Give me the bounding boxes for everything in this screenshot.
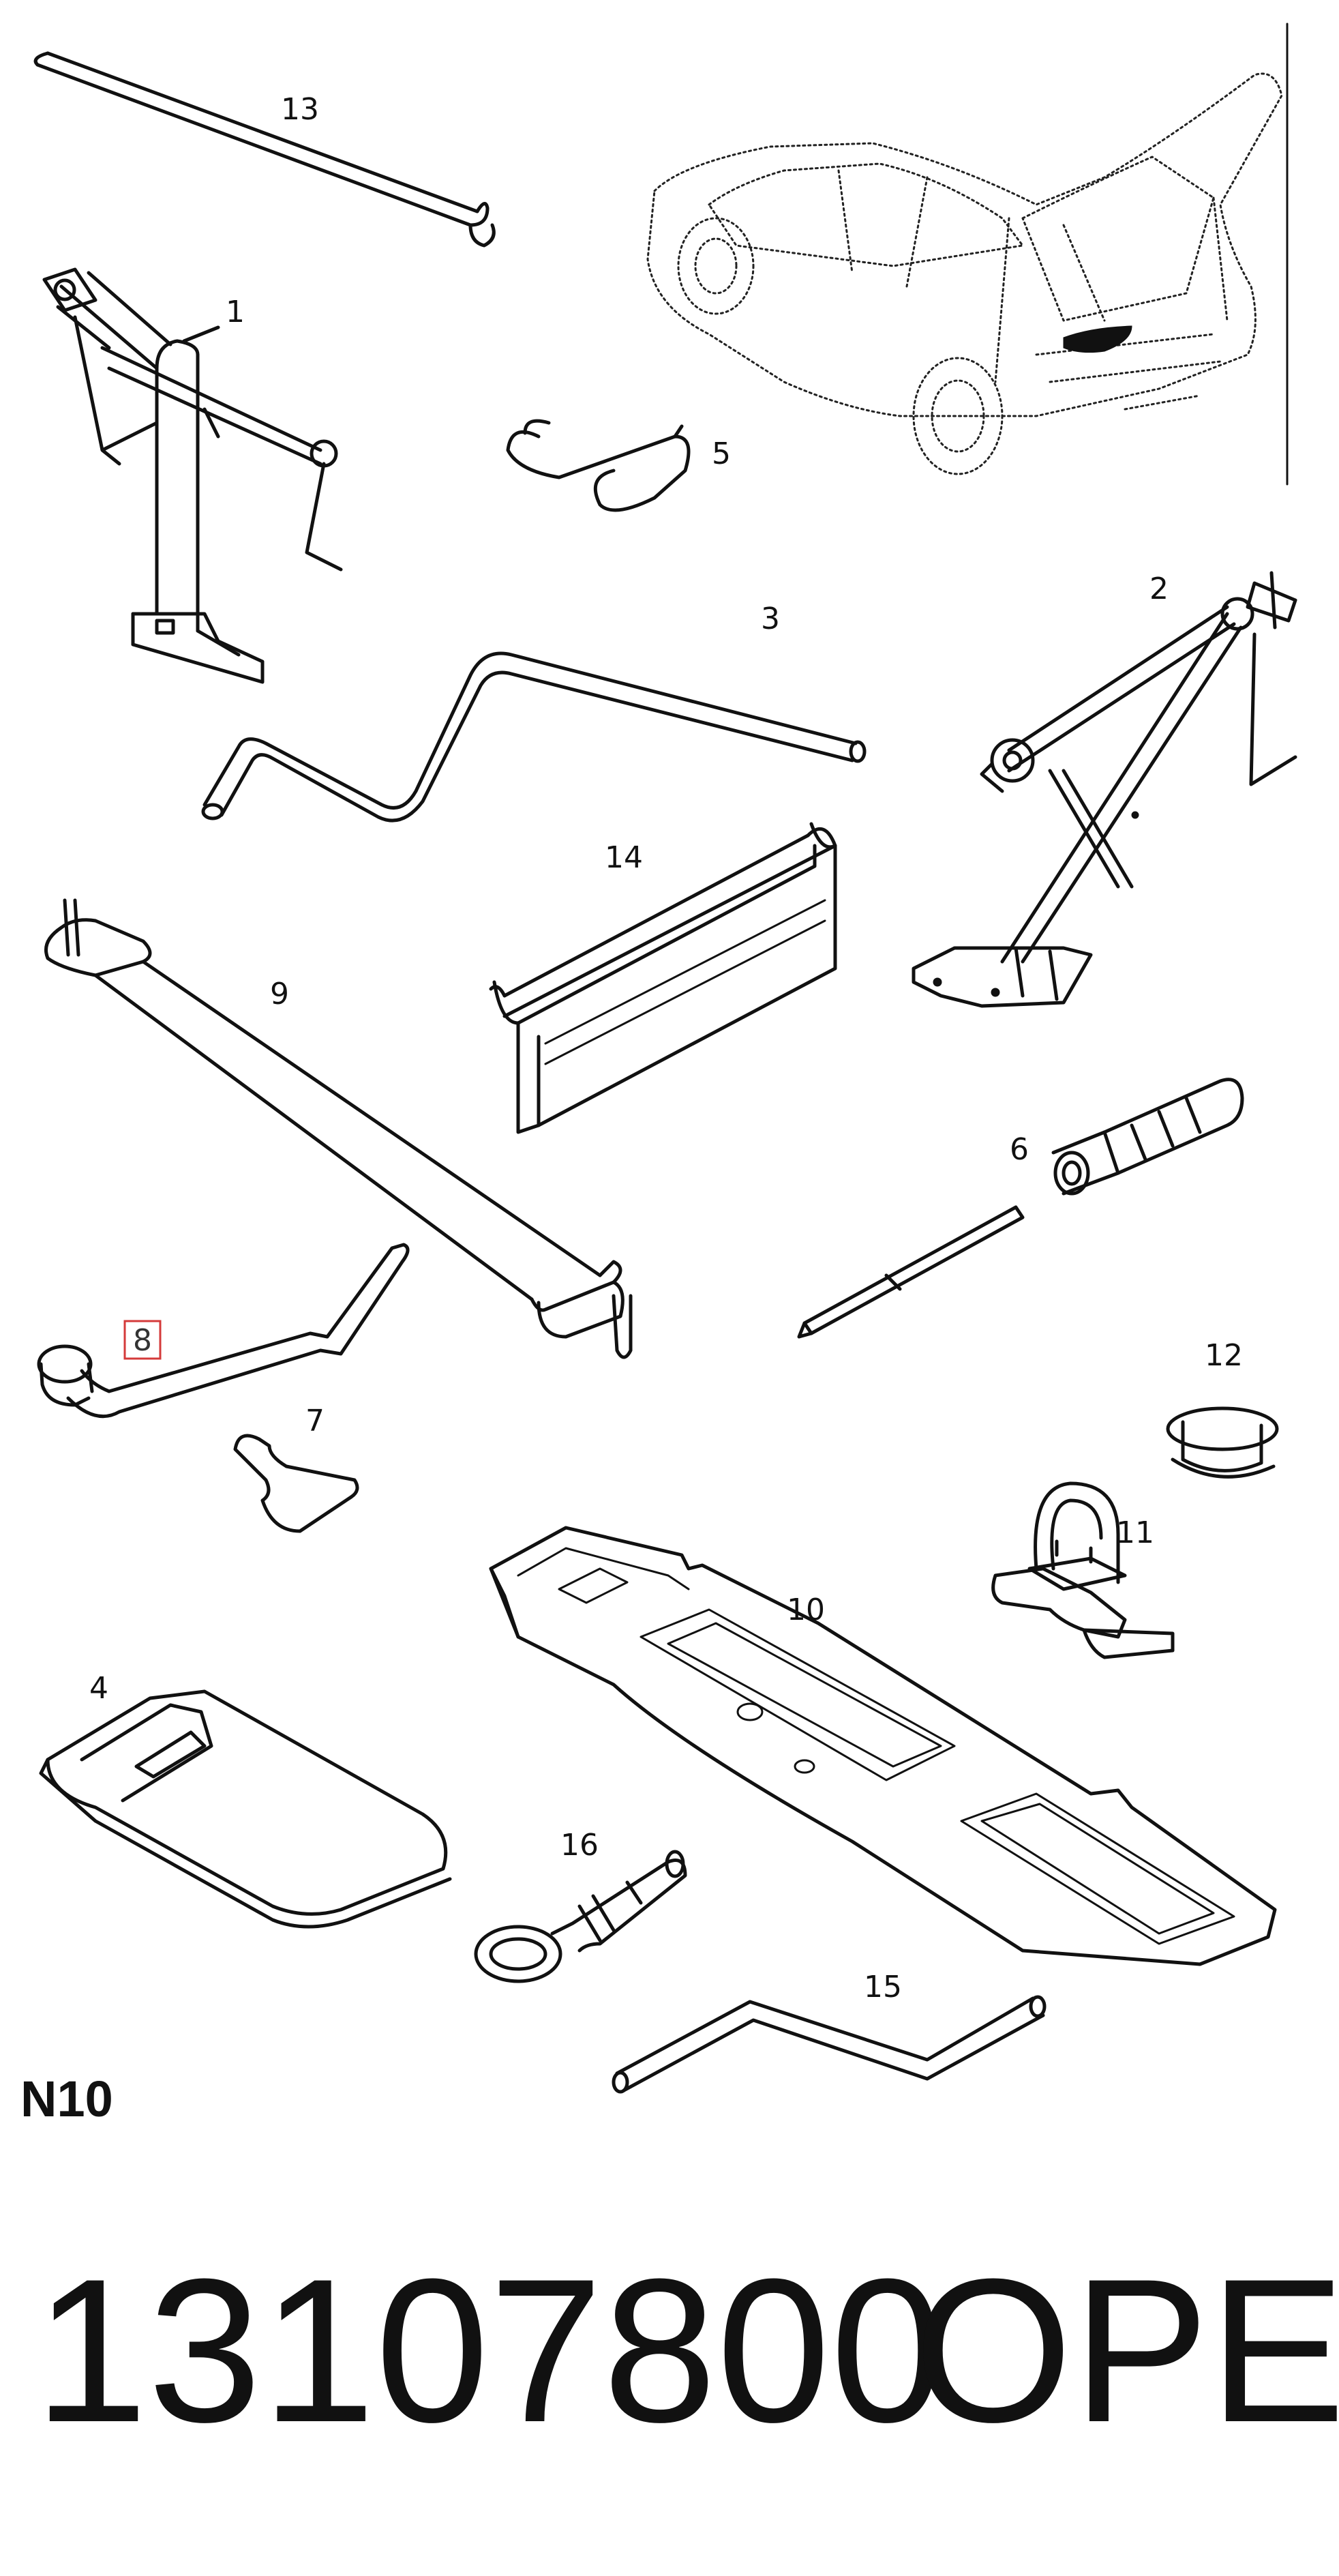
part-label-3: 3 bbox=[761, 602, 780, 636]
jack-handle-rod-icon bbox=[201, 651, 867, 823]
spring-clip-icon bbox=[506, 419, 691, 512]
seal-strip-icon bbox=[33, 51, 496, 248]
part-label-7: 7 bbox=[305, 1404, 325, 1438]
screwdriver-icon bbox=[797, 1078, 1244, 1339]
part-label-2: 2 bbox=[1149, 572, 1169, 606]
wire-clip-icon bbox=[233, 1434, 359, 1533]
part-label-11: 11 bbox=[1116, 1515, 1154, 1550]
part-label-16: 16 bbox=[560, 1828, 599, 1863]
part-label-8: 8 bbox=[133, 1323, 152, 1358]
retaining-strap-icon bbox=[44, 898, 633, 1359]
part-label-1: 1 bbox=[226, 295, 245, 329]
part-label-14: 14 bbox=[605, 840, 643, 875]
part-label-4: 4 bbox=[89, 1671, 108, 1706]
footer-part-number: 13107800 bbox=[34, 2236, 944, 2465]
profile-rail-icon bbox=[489, 822, 837, 1134]
lashing-eye-icon bbox=[991, 1481, 1175, 1659]
towing-eye-icon bbox=[474, 1850, 687, 1983]
cap-icon bbox=[1166, 1406, 1279, 1479]
part-label-6: 6 bbox=[1010, 1132, 1029, 1167]
part-label-13: 13 bbox=[281, 92, 319, 127]
part-label-5: 5 bbox=[712, 436, 731, 471]
part-label-15: 15 bbox=[864, 1970, 902, 2004]
storage-tray-icon bbox=[489, 1526, 1277, 1966]
wheel-wrench-icon bbox=[37, 1243, 410, 1419]
crank-rod-icon bbox=[612, 1995, 1047, 2094]
part-label-10: 10 bbox=[787, 1593, 825, 1627]
scissor-jack-icon bbox=[912, 571, 1297, 1008]
wind-up-jack-icon bbox=[42, 267, 343, 684]
section-code: N10 bbox=[20, 2071, 113, 2127]
footer-brand: OPEL bbox=[914, 2236, 1339, 2465]
highlighted-part-box bbox=[123, 1320, 162, 1360]
part-label-9: 9 bbox=[270, 977, 289, 1011]
hatchback-car-icon bbox=[646, 23, 1289, 486]
tool-bag-icon bbox=[39, 1689, 452, 1929]
part-label-12: 12 bbox=[1205, 1338, 1243, 1373]
